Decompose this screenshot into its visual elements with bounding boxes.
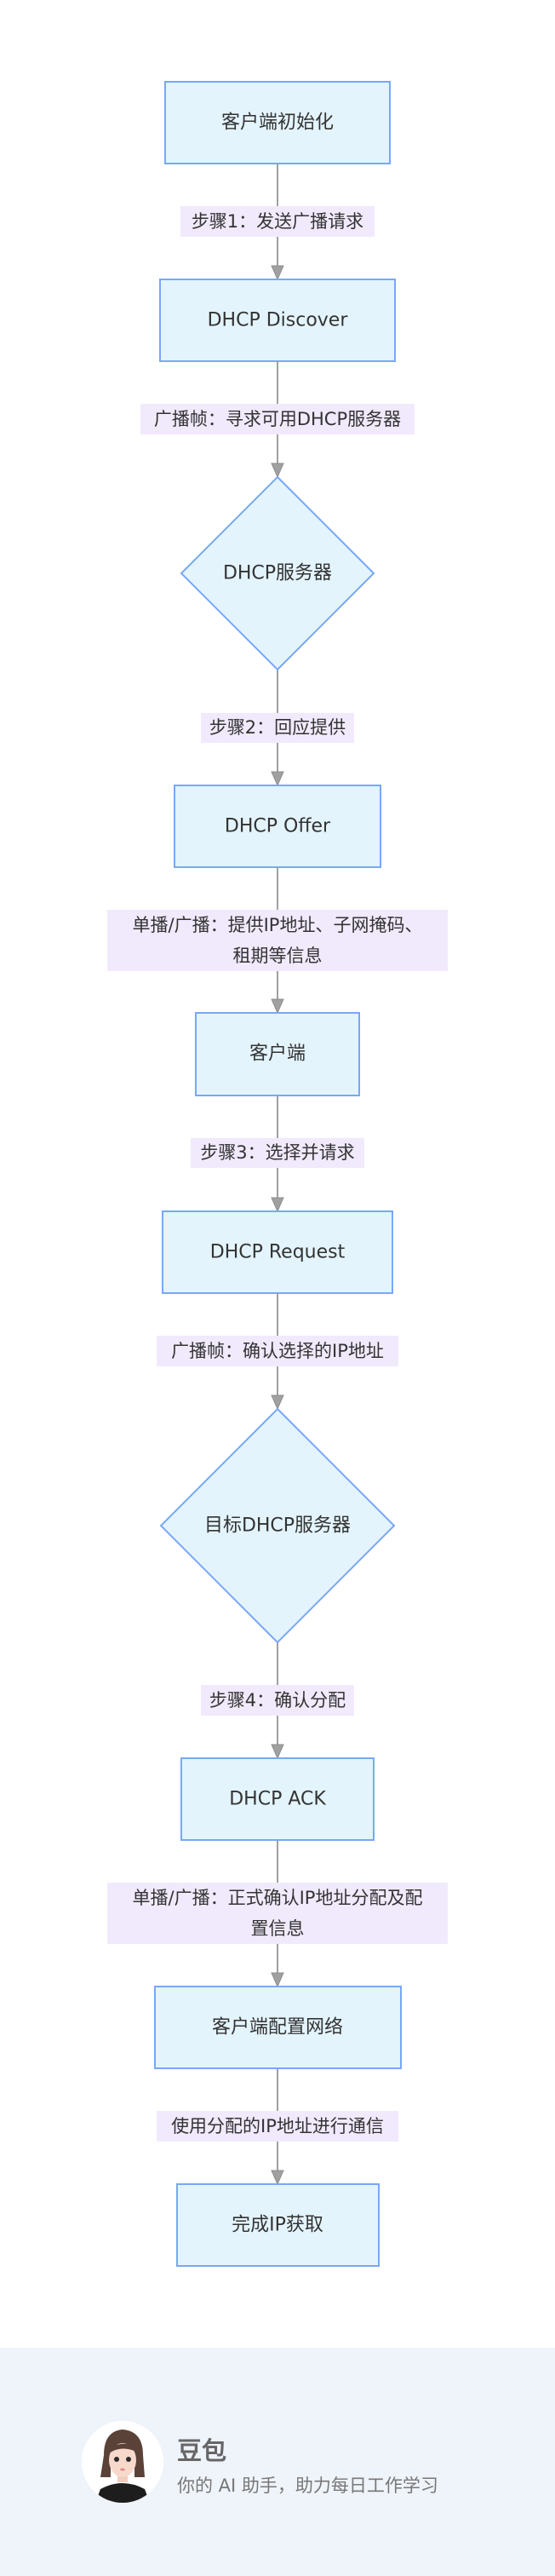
edge-label-broadcast-discover: 广播帧：寻求可用DHCP服务器 (140, 404, 415, 434)
brand-tagline: 你的 AI 助手，助力每日工作学习 (177, 2475, 438, 2496)
node-label: DHCP服务器 (223, 563, 332, 584)
edge-label-communicate: 使用分配的IP地址进行通信 (157, 2111, 398, 2142)
node-label: DHCP Request (210, 1242, 346, 1263)
edge-label-text: 广播帧：确认选择的IP地址 (171, 1341, 384, 1361)
edge-label-step4: 步骤4：确认分配 (201, 1685, 354, 1716)
edge-label-step2: 步骤2：回应提供 (201, 713, 354, 743)
node-dhcp-ack: DHCP ACK (180, 1757, 375, 1841)
node-ip-acquired: 完成IP获取 (176, 2183, 380, 2267)
node-label: 目标DHCP服务器 (204, 1515, 351, 1537)
edge-label-text: 单播/广播：正式确认IP地址分配及配 (133, 1888, 423, 1908)
footer-watermark: 豆包 你的 AI 助手，助力每日工作学习 (0, 2348, 555, 2576)
edge-label-text: 广播帧：寻求可用DHCP服务器 (154, 409, 401, 429)
edge-label-text: 步骤3：选择并请求 (200, 1142, 354, 1163)
node-client: 客户端 (195, 1012, 360, 1096)
edge-label-text: 置信息 (251, 1918, 305, 1939)
node-dhcp-discover: DHCP Discover (159, 279, 396, 362)
edge-label-step3: 步骤3：选择并请求 (191, 1138, 364, 1168)
node-dhcp-server: DHCP服务器 (180, 475, 375, 671)
brand-name: 豆包 (177, 2436, 227, 2465)
edge-label-text: 步骤4：确认分配 (209, 1690, 346, 1711)
node-client-configure: 客户端配置网络 (154, 1986, 402, 2069)
node-target-dhcp-server: 目标DHCP服务器 (159, 1407, 396, 1644)
node-label: 客户端初始化 (221, 112, 334, 134)
edge-label-text: 步骤1：发送广播请求 (192, 211, 363, 232)
edge-label-text: 步骤2：回应提供 (209, 717, 346, 738)
node-dhcp-offer: DHCP Offer (174, 785, 381, 868)
edge-label-offer-info: 单播/广播：提供IP地址、子网掩码、租期等信息 (107, 910, 448, 971)
edge-label-broadcast-request: 广播帧：确认选择的IP地址 (157, 1336, 398, 1366)
node-label: 客户端配置网络 (212, 2017, 343, 2038)
node-dhcp-request: DHCP Request (162, 1210, 393, 1294)
node-label: 客户端 (249, 1044, 306, 1065)
node-client-init: 客户端初始化 (164, 81, 391, 164)
edge-label-step1: 步骤1：发送广播请求 (180, 206, 375, 237)
node-label: DHCP ACK (229, 1789, 326, 1810)
node-label: DHCP Discover (208, 310, 349, 331)
edge-label-text: 租期等信息 (233, 946, 323, 966)
node-label: DHCP Offer (225, 816, 331, 837)
dhcp-flowchart: 步骤1：发送广播请求 广播帧：寻求可用DHCP服务器 步骤2：回应提供 单播/广… (107, 81, 448, 2267)
node-label: 完成IP获取 (232, 2215, 323, 2236)
edge-label-text: 使用分配的IP地址进行通信 (171, 2116, 384, 2136)
edge-label-text: 单播/广播：提供IP地址、子网掩码、 (133, 915, 423, 935)
avatar (82, 2421, 163, 2503)
avatar-illustration-icon (82, 2421, 163, 2503)
